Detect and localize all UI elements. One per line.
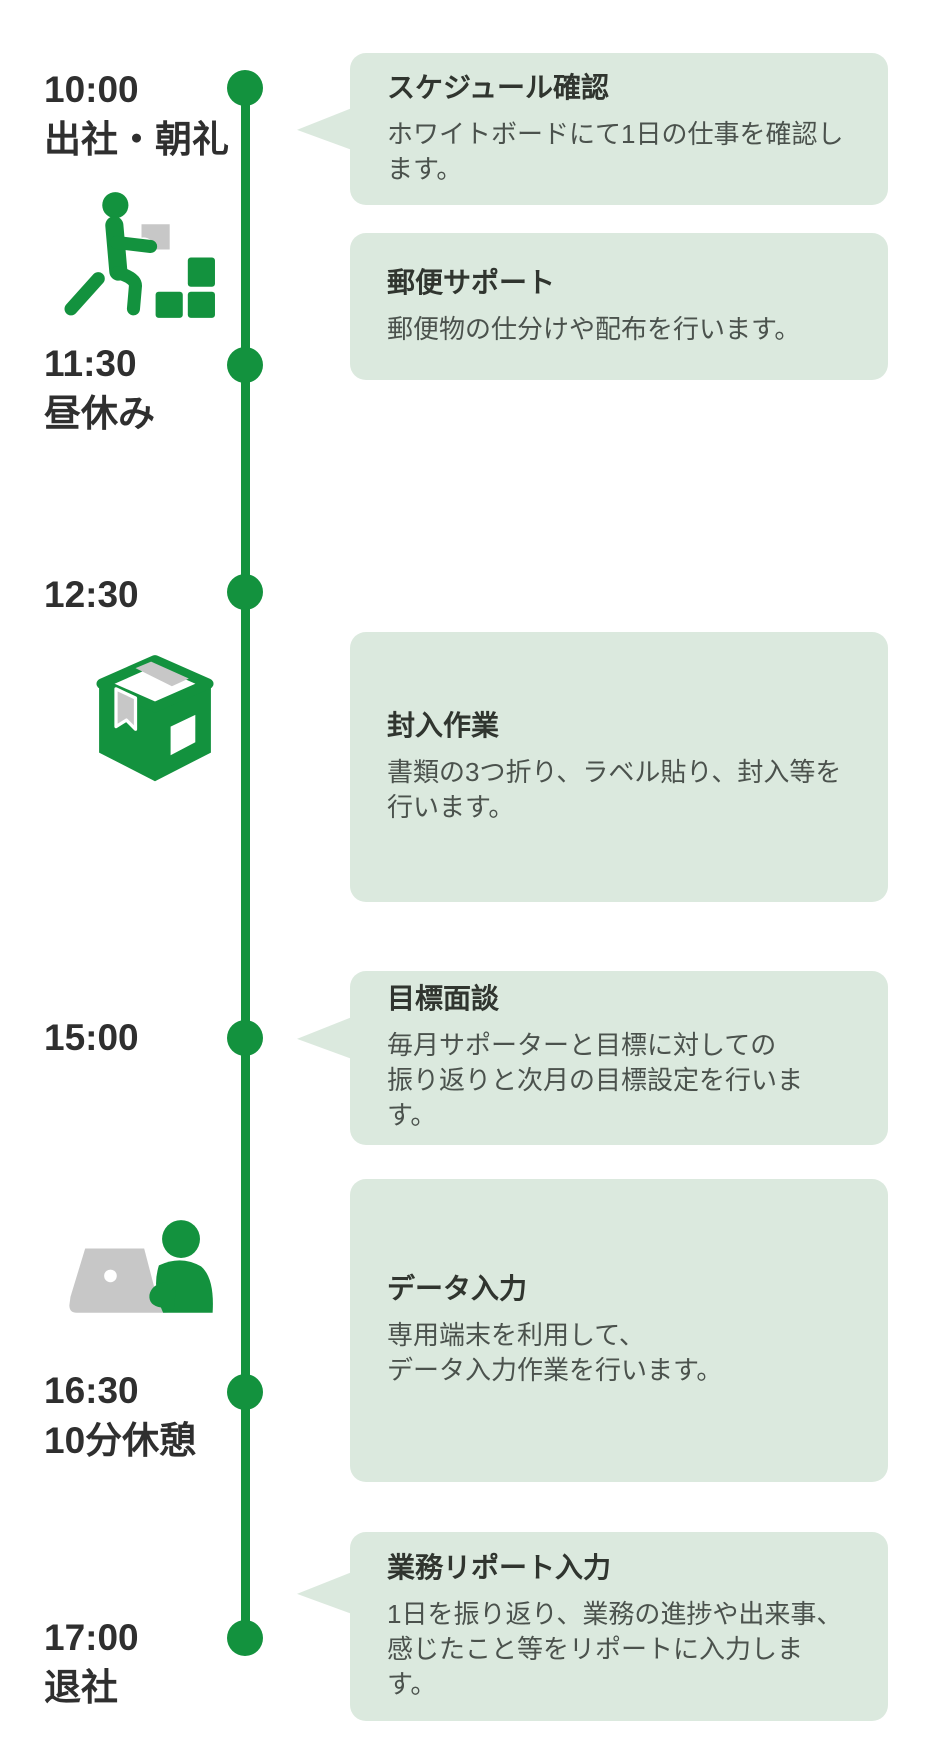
time-entry-1000: 10:00 出社・朝礼: [44, 65, 229, 165]
time-sublabel: 10分休憩: [44, 1420, 197, 1461]
time-label: 12:30: [44, 574, 139, 615]
timeline-dot-1630: [227, 1374, 263, 1410]
card-body-line: 感じたこと等をリポートに入力します。: [387, 1633, 804, 1699]
card-body-line: 専用端末を利用して、: [387, 1320, 645, 1350]
card-title: データ入力: [387, 1273, 528, 1304]
time-sublabel: 退社: [44, 1667, 118, 1708]
time-entry-1230: 12:30: [44, 570, 139, 620]
time-label: 11:30: [44, 343, 137, 384]
time-label: 15:00: [44, 1017, 139, 1058]
time-entry-1630: 16:30 10分休憩: [44, 1366, 196, 1466]
timeline-dot-1130: [227, 347, 263, 383]
card-body-line: 行います。: [387, 791, 515, 822]
card-body-line: データ入力作業を行います。: [387, 1355, 723, 1385]
card-title: スケジュール確認: [387, 71, 610, 103]
card-body-line: 書類の3つ折り、ラベル貼り、封入等を: [387, 756, 842, 787]
card-tail-left-icon: [297, 108, 352, 150]
card-title: 封入作業: [387, 709, 500, 741]
schedule-card-mail-support: 郵便サポート 郵便物の仕分けや配布を行います。: [350, 233, 888, 380]
card-title: 業務リポート入力: [387, 1551, 612, 1583]
time-label: 16:30: [44, 1370, 139, 1411]
card-body-line: ホワイトボードにて1日の仕事を確認します。: [387, 118, 844, 184]
time-entry-1700: 17:00 退社: [44, 1613, 139, 1713]
time-sublabel: 昼休み: [44, 393, 155, 434]
time-sublabel: 出社・朝礼: [44, 119, 229, 160]
time-entry-1500: 15:00: [44, 1013, 139, 1063]
card-body-line: 毎月サポーターと目標に対しての: [387, 1030, 777, 1060]
time-label: 10:00: [44, 69, 139, 110]
schedule-card-work-report: 業務リポート入力 1日を振り返り、業務の進捗や出来事、 感じたこと等をリポートに…: [297, 1532, 888, 1721]
schedule-card-data-entry: データ入力 専用端末を利用して、 データ入力作業を行います。: [350, 1179, 888, 1482]
card-body-line: 振り返りと次月の目標設定を行います。: [387, 1065, 804, 1130]
person-at-laptop-icon: [62, 1212, 220, 1324]
time-label: 17:00: [44, 1617, 139, 1658]
worker-carrying-boxes-icon: [62, 189, 218, 320]
card-title: 目標面談: [387, 983, 500, 1014]
timeline-dot-1230: [227, 574, 263, 610]
timeline-dot-1000: [227, 70, 263, 106]
card-title: 郵便サポート: [387, 266, 556, 298]
card-tail-left-icon: [297, 1017, 352, 1059]
package-box-icon: [90, 653, 220, 795]
timeline-line: [241, 88, 250, 1638]
timeline-dot-1700: [227, 1620, 263, 1656]
card-tail-left-icon: [297, 1572, 352, 1614]
timeline-dot-1500: [227, 1020, 263, 1056]
schedule-card-goal-meeting: 目標面談 毎月サポーターと目標に対しての 振り返りと次月の目標設定を行います。: [297, 971, 888, 1145]
schedule-card-schedule-check: スケジュール確認 ホワイトボードにて1日の仕事を確認します。: [297, 53, 888, 205]
card-body-line: 1日を振り返り、業務の進捗や出来事、: [387, 1598, 843, 1629]
schedule-card-enclosing-work: 封入作業 書類の3つ折り、ラベル貼り、封入等を 行います。: [350, 632, 888, 902]
time-entry-1130: 11:30 昼休み: [44, 339, 155, 439]
card-body-line: 郵便物の仕分けや配布を行います。: [387, 313, 801, 344]
